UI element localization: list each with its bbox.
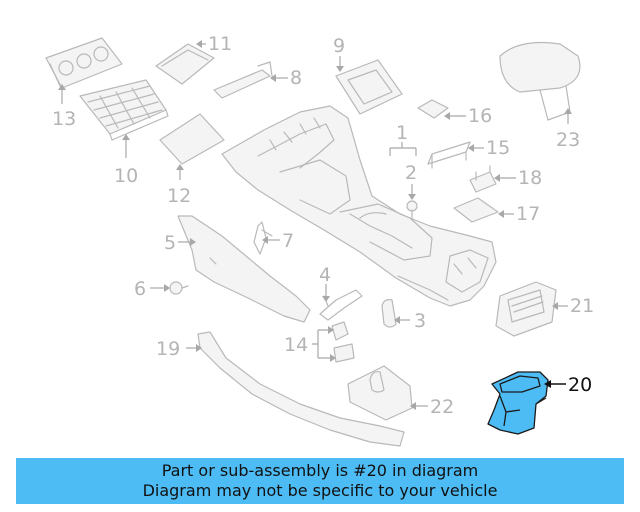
label-23: 23 — [556, 129, 580, 151]
part-12-shape — [159, 113, 225, 165]
part-3-shape — [381, 299, 397, 328]
label-3: 3 — [414, 310, 426, 332]
part-7-shape — [253, 221, 273, 255]
label-7: 7 — [282, 230, 294, 252]
label-14: 14 — [284, 334, 308, 356]
console-body-shape — [221, 105, 497, 307]
part-16-shape — [417, 99, 449, 119]
label-15: 15 — [486, 137, 510, 159]
part-2-shape — [406, 200, 418, 219]
banner-line-2: Diagram may not be specific to your vehi… — [142, 481, 498, 500]
label-21: 21 — [570, 295, 594, 317]
part-11-shape — [155, 43, 215, 85]
info-banner: Part or sub-assembly is #20 in diagram D… — [16, 458, 624, 504]
banner-line-1: Part or sub-assembly is #20 in diagram — [161, 461, 479, 480]
label-20: 20 — [568, 374, 592, 396]
label-10: 10 — [114, 165, 138, 187]
label-2: 2 — [405, 162, 417, 184]
part-5-shape — [177, 215, 311, 323]
label-22: 22 — [430, 396, 454, 418]
part-8-shape — [213, 61, 273, 99]
part-6-shape — [169, 281, 189, 295]
label-9: 9 — [333, 35, 345, 57]
label-6: 6 — [134, 278, 146, 300]
part-19-shape — [197, 331, 405, 447]
label-13: 13 — [52, 108, 76, 130]
label-17: 17 — [516, 203, 540, 225]
part-20-shape — [487, 371, 549, 435]
label-16: 16 — [468, 105, 492, 127]
part-13-shape — [45, 37, 123, 89]
label-18: 18 — [518, 167, 542, 189]
part-17-shape — [453, 197, 499, 223]
label-8: 8 — [290, 67, 302, 89]
label-11: 11 — [208, 33, 232, 55]
label-19: 19 — [156, 338, 180, 360]
leader-14 — [312, 329, 332, 359]
part-14-shape — [331, 321, 355, 363]
label-12: 12 — [167, 185, 191, 207]
part-9-shape — [335, 59, 403, 115]
part-21-shape — [495, 281, 557, 337]
leader-1 — [389, 142, 417, 156]
label-4: 4 — [319, 264, 331, 286]
part-18-shape — [469, 165, 497, 193]
part-10-shape — [79, 79, 169, 141]
part-22-shape — [347, 365, 413, 421]
label-5: 5 — [164, 232, 176, 254]
label-1: 1 — [396, 122, 408, 144]
part-15-shape — [427, 141, 471, 169]
